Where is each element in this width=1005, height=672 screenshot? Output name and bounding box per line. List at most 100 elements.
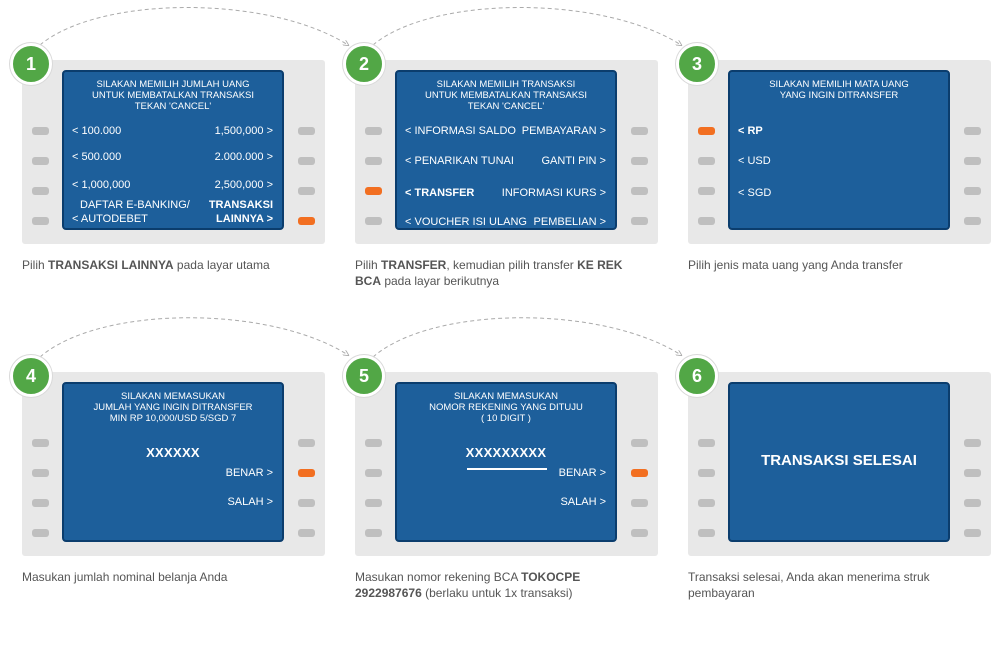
option-500000[interactable]: < 500.000 [72, 151, 122, 163]
option-voucher-isi-ulang[interactable]: < VOUCHER ISI ULANG [405, 216, 527, 228]
atm-side-button[interactable] [698, 499, 715, 507]
step-number-badge: 4 [10, 355, 52, 397]
step-number-badge: 2 [343, 43, 385, 85]
atm-side-button[interactable] [964, 157, 981, 165]
atm-side-button[interactable] [298, 499, 315, 507]
atm-side-button[interactable] [32, 529, 49, 537]
atm-body: SILAKAN MEMILIH MATA UANG YANG INGIN DIT… [688, 60, 991, 244]
option-usd[interactable]: < USD [738, 155, 771, 167]
atm-body: TRANSAKSI SELESAI [688, 372, 991, 556]
atm-side-button-selected[interactable] [698, 127, 715, 135]
atm-side-button[interactable] [631, 499, 648, 507]
entry-underline [467, 468, 547, 470]
option-daftar-ebanking[interactable]: DAFTAR E-BANKING/ < AUTODEBET [72, 199, 190, 225]
atm-side-button[interactable] [631, 157, 648, 165]
atm-side-button[interactable] [298, 187, 315, 195]
atm-side-button[interactable] [365, 157, 382, 165]
step-3: SILAKAN MEMILIH MATA UANG YANG INGIN DIT… [676, 43, 991, 360]
atm-side-button[interactable] [964, 439, 981, 447]
arrow-2-to-3 [372, 7, 681, 46]
atm-side-button[interactable] [32, 187, 49, 195]
option-sgd[interactable]: < SGD [738, 187, 772, 199]
atm-side-button[interactable] [32, 157, 49, 165]
option-informasi-saldo[interactable]: < INFORMASI SALDO [405, 125, 516, 137]
atm-side-button[interactable] [365, 439, 382, 447]
option-benar[interactable]: BENAR > [225, 467, 273, 479]
atm-side-button[interactable] [298, 157, 315, 165]
option-pembelian[interactable]: PEMBELIAN > [533, 216, 606, 228]
atm-side-button[interactable] [631, 439, 648, 447]
option-salah[interactable]: SALAH > [227, 496, 273, 508]
atm-side-button[interactable] [32, 469, 49, 477]
option-2000000[interactable]: 2.000.000 > [214, 151, 273, 163]
option-rp[interactable]: < RP [738, 125, 763, 137]
atm-side-button-selected[interactable] [298, 469, 315, 477]
step-caption: Masukan jumlah nominal belanja Anda [22, 570, 228, 584]
option-informasi-kurs[interactable]: INFORMASI KURS > [501, 187, 606, 199]
step-caption: Pilih TRANSAKSI LAINNYA pada layar utama [22, 258, 270, 272]
step-caption: Transaksi selesai, Anda akan menerima st… [688, 570, 930, 600]
option-salah[interactable]: SALAH > [560, 496, 606, 508]
atm-screen: SILAKAN MEMILIH JUMLAH UANG UNTUK MEMBAT… [62, 70, 284, 230]
atm-side-button[interactable] [298, 127, 315, 135]
step-5: SILAKAN MEMASUKAN NOMOR REKENING YANG DI… [343, 355, 658, 672]
atm-side-button[interactable] [365, 127, 382, 135]
account-number-entry[interactable]: XXXXXXXXX [465, 445, 547, 460]
atm-side-button[interactable] [964, 127, 981, 135]
atm-side-button[interactable] [631, 187, 648, 195]
atm-side-button[interactable] [365, 469, 382, 477]
option-ganti-pin[interactable]: GANTI PIN > [541, 155, 607, 167]
step-number-badge: 5 [343, 355, 385, 397]
option-1000000[interactable]: < 1,000,000 [72, 179, 131, 191]
step-number-badge: 6 [676, 355, 718, 397]
step-6: TRANSAKSI SELESAI 6 Transaksi selesai, A… [676, 355, 991, 672]
step-number-badge: 3 [676, 43, 718, 85]
atm-side-button[interactable] [964, 217, 981, 225]
option-pembayaran[interactable]: PEMBAYARAN > [521, 125, 606, 137]
step-2: SILAKAN MEMILIH TRANSAKSI UNTUK MEMBATAL… [343, 43, 658, 360]
atm-side-button-selected[interactable] [631, 469, 648, 477]
completion-message: TRANSAKSI SELESAI [761, 452, 917, 469]
atm-side-button[interactable] [964, 469, 981, 477]
atm-side-button[interactable] [698, 529, 715, 537]
atm-side-button[interactable] [32, 439, 49, 447]
atm-side-button[interactable] [32, 499, 49, 507]
atm-side-button[interactable] [698, 439, 715, 447]
atm-side-button[interactable] [298, 529, 315, 537]
atm-side-button[interactable] [365, 499, 382, 507]
atm-side-button-selected[interactable] [365, 187, 382, 195]
atm-screen: SILAKAN MEMILIH MATA UANG YANG INGIN DIT… [728, 70, 950, 230]
option-benar[interactable]: BENAR > [558, 467, 606, 479]
atm-side-button[interactable] [32, 127, 49, 135]
option-1500000[interactable]: 1,500,000 > [214, 125, 273, 137]
atm-body: SILAKAN MEMASUKAN JUMLAH YANG INGIN DITR… [22, 372, 325, 556]
atm-side-button[interactable] [698, 469, 715, 477]
screen-title: SILAKAN MEMASUKAN JUMLAH YANG INGIN DITR… [93, 391, 253, 424]
atm-side-button[interactable] [631, 127, 648, 135]
atm-side-button[interactable] [32, 217, 49, 225]
atm-screen: SILAKAN MEMILIH TRANSAKSI UNTUK MEMBATAL… [395, 70, 617, 230]
atm-side-button[interactable] [365, 217, 382, 225]
atm-side-button[interactable] [698, 187, 715, 195]
option-2500000[interactable]: 2,500,000 > [214, 179, 273, 191]
atm-side-button[interactable] [698, 217, 715, 225]
option-penarikan-tunai[interactable]: < PENARIKAN TUNAI [405, 155, 514, 167]
option-transfer[interactable]: < TRANSFER [405, 187, 475, 199]
option-transaksi-lainnya[interactable]: TRANSAKSI LAINNYA > [208, 199, 273, 225]
atm-screen: SILAKAN MEMASUKAN NOMOR REKENING YANG DI… [395, 382, 617, 542]
atm-side-button[interactable] [298, 439, 315, 447]
atm-side-button[interactable] [964, 499, 981, 507]
atm-body: SILAKAN MEMILIH TRANSAKSI UNTUK MEMBATAL… [355, 60, 658, 244]
option-100000[interactable]: < 100.000 [72, 125, 122, 137]
atm-side-button-selected[interactable] [298, 217, 315, 225]
arrow-1-to-2 [39, 7, 348, 46]
step-caption: Pilih jenis mata uang yang Anda transfer [688, 258, 903, 272]
atm-side-button[interactable] [631, 529, 648, 537]
atm-side-button[interactable] [631, 217, 648, 225]
atm-side-button[interactable] [964, 187, 981, 195]
atm-side-button[interactable] [698, 157, 715, 165]
amount-entry[interactable]: XXXXXX [146, 445, 200, 460]
atm-side-button[interactable] [365, 529, 382, 537]
atm-side-button[interactable] [964, 529, 981, 537]
atm-screen: TRANSAKSI SELESAI [728, 382, 950, 542]
